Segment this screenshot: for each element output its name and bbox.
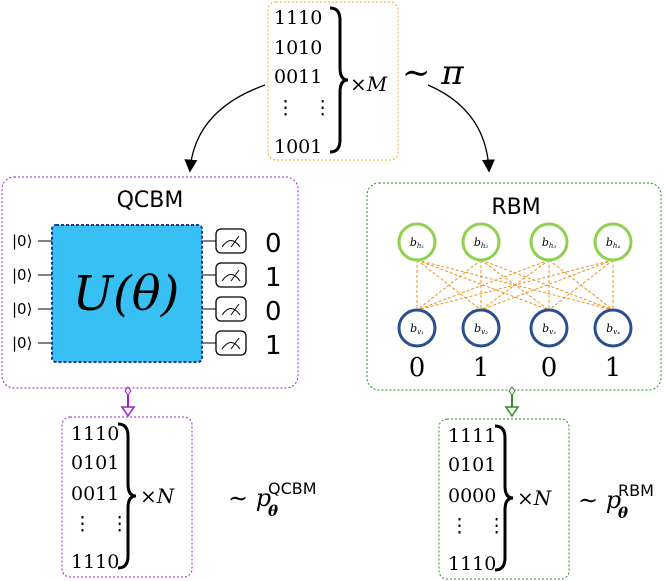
qcbm-box xyxy=(1,176,299,389)
target-distribution: ∼ π xyxy=(402,53,464,93)
qcbm-output: 1 xyxy=(265,263,282,293)
rbm-edge xyxy=(480,259,614,311)
qcbm-model-distribution: ∼ p θ QCBM xyxy=(228,479,317,520)
rbm-edge xyxy=(548,259,614,311)
training-row: 0011 xyxy=(274,66,322,88)
measurement-meter-icon xyxy=(215,228,247,254)
rbm-sample-row: 0000 xyxy=(448,485,496,507)
qcbm-samples-box xyxy=(61,416,193,578)
unitary-label: U(θ) xyxy=(73,266,180,322)
qcbm-wires xyxy=(38,240,216,344)
rbm-visible-unit: bv₄ xyxy=(593,308,633,348)
qcbm-sample-row: 0101 xyxy=(71,452,119,474)
rbm-sample-row: 1110 xyxy=(448,553,496,575)
rbm-samples-box xyxy=(438,418,570,580)
training-row-ellipsis: ⋮ ⋮ xyxy=(276,97,332,119)
training-row: 1001 xyxy=(274,136,322,158)
rbm-model-distribution: ∼ p θ RBM xyxy=(578,481,654,522)
rbm-hidden-unit: bh₃ xyxy=(529,222,569,262)
qcbm-title: QCBM xyxy=(117,188,184,213)
rbm-visible-value: 1 xyxy=(605,353,622,383)
measurement-meter-icon xyxy=(215,262,247,288)
training-data-group: 1110 1010 0011 ⋮ ⋮ 1001 ×M ∼ π xyxy=(267,1,464,161)
rbm-sample-ellipsis: ⋮ ⋮ xyxy=(450,515,506,537)
rbm-visible-value: 0 xyxy=(541,353,558,383)
qcbm-sample-row: 1110 xyxy=(71,551,119,573)
rbm-hidden-unit: bh₄ xyxy=(593,222,633,262)
svg-text:RBM: RBM xyxy=(618,481,654,500)
rbm-edge xyxy=(416,259,550,311)
rbm-visible-unit: bv₁ xyxy=(397,308,437,348)
training-data-box xyxy=(267,1,399,161)
training-row: 1110 xyxy=(274,7,322,29)
svg-text:∼ p: ∼ p xyxy=(578,486,621,514)
rbm-visible-value: 0 xyxy=(409,353,426,383)
qcbm-output: 0 xyxy=(265,229,282,259)
rbm-title: RBM xyxy=(491,195,540,220)
qcbm-output: 0 xyxy=(265,297,282,327)
rbm-visible-unit: bv₃ xyxy=(529,308,569,348)
rbm-visible-unit: bv₂ xyxy=(461,308,501,348)
arrow-to-qcbm xyxy=(184,84,266,173)
svg-text:QCBM: QCBM xyxy=(268,479,317,498)
rbm-samples-multiplier: ×N xyxy=(517,486,553,510)
rbm-sample-arrow xyxy=(504,386,520,418)
qcbm-sample-row: 1110 xyxy=(71,423,119,445)
rbm-connections xyxy=(416,259,614,311)
rbm-samples-brace xyxy=(494,424,514,572)
training-brace xyxy=(329,6,349,154)
rbm-visible-value: 1 xyxy=(473,353,490,383)
arrow-to-rbm xyxy=(427,84,495,173)
svg-text:θ: θ xyxy=(268,502,278,520)
measurement-meter-icon xyxy=(215,330,247,356)
qcbm-group: QCBM |0⟩ |0⟩ |0⟩ |0⟩ U(θ) xyxy=(1,176,299,389)
qcbm-samples-multiplier: ×N xyxy=(140,484,176,508)
svg-text:∼ p: ∼ p xyxy=(228,484,271,512)
rbm-samples-group: 1111 0101 0000 ⋮ ⋮ 1110 ×N xyxy=(438,418,570,580)
qcbm-samples-group: 1110 0101 0011 ⋮ ⋮ 1110 ×N xyxy=(61,416,193,578)
qcbm-sample-ellipsis: ⋮ ⋮ xyxy=(73,513,129,535)
training-multiplier: ×M xyxy=(350,72,388,96)
qcbm-input-state: |0⟩ xyxy=(12,334,32,352)
measurement-meter-icon xyxy=(215,296,247,322)
qcbm-sample-arrow xyxy=(120,386,136,418)
qcbm-input-state: |0⟩ xyxy=(12,300,32,318)
rbm-sample-row: 1111 xyxy=(448,425,496,447)
rbm-hidden-unit: bh₁ xyxy=(397,222,437,262)
rbm-edge xyxy=(416,259,482,311)
qcbm-output: 1 xyxy=(265,331,282,361)
rbm-hidden-unit: bh₂ xyxy=(461,222,501,262)
unitary-block xyxy=(51,224,203,363)
training-row: 1010 xyxy=(274,37,322,59)
rbm-edge xyxy=(416,259,614,311)
svg-text:θ: θ xyxy=(618,504,628,522)
qcbm-input-state: |0⟩ xyxy=(12,266,32,284)
rbm-group: RBM bh₁ bh₂ bh₃ bh₄ bv₁ bv₂ xyxy=(366,182,662,391)
qcbm-sample-row: 0011 xyxy=(71,483,119,505)
qcbm-samples-brace xyxy=(117,422,137,570)
qcbm-input-state: |0⟩ xyxy=(12,232,32,250)
rbm-sample-row: 0101 xyxy=(448,454,496,476)
